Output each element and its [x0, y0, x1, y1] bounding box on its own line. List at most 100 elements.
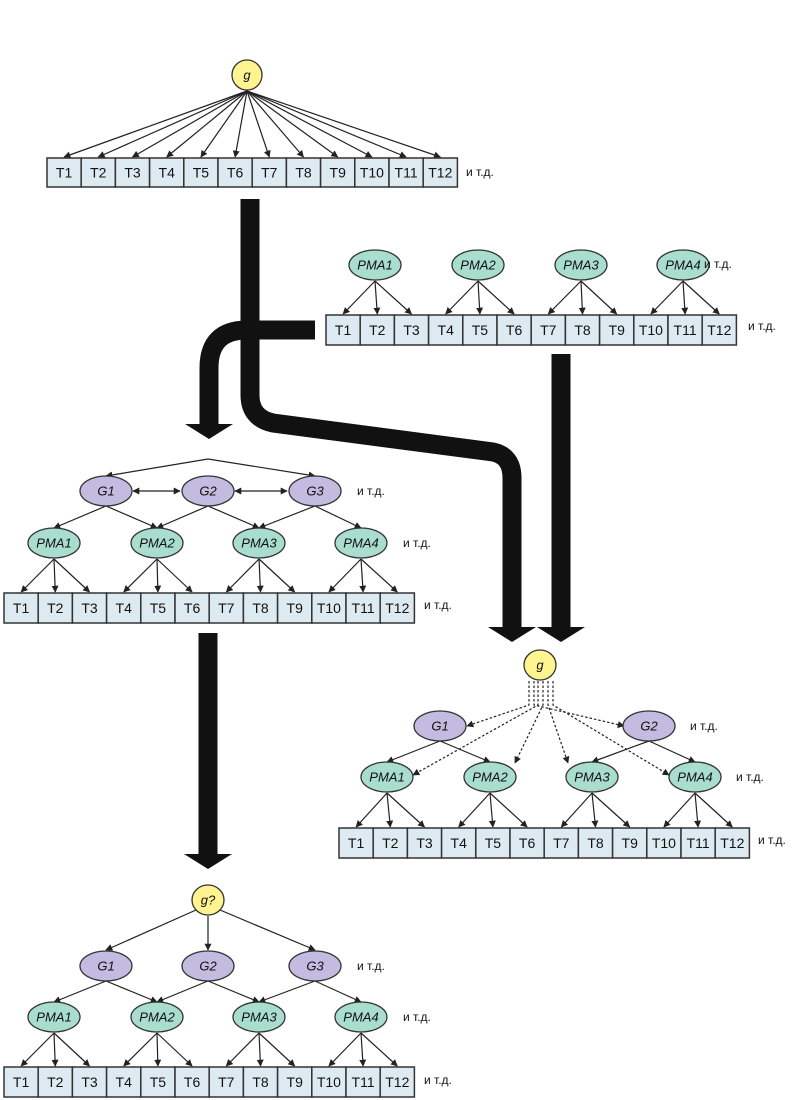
m2-edge-pma4-t11	[681, 280, 689, 315]
m5-g-node: g	[523, 649, 557, 681]
m1-edge-g-t9	[246, 90, 339, 158]
m5-edge-g1-pma1	[386, 740, 441, 763]
m5-pma4-node-shape	[668, 761, 722, 793]
m4-box-t11: T11	[345, 1066, 381, 1098]
m3-edge-g1-pma1	[53, 505, 107, 529]
m5-box-t6-label: T6	[519, 835, 536, 851]
m5-etc-g-label: и т.д.	[690, 719, 718, 733]
m5-g2-node: G2	[622, 710, 676, 742]
m4-g1-node-label: G1	[97, 959, 114, 974]
m4-pma2-node-shape	[130, 1001, 184, 1033]
m3-box-t5-label: T5	[150, 600, 167, 616]
m2-box-t3: T3	[393, 314, 430, 346]
m2-edge-pma3-t7	[547, 280, 582, 315]
m4-edge-g2-pma2	[156, 980, 209, 1003]
m5-edge-pma4-t11	[694, 792, 702, 828]
m4-pma1-node-shape	[27, 1001, 81, 1033]
m3-pma2-node-label: PMA2	[139, 536, 175, 551]
m4-g3-node: G3	[288, 950, 342, 982]
m3-pma2-node: PMA2	[130, 527, 184, 559]
m5-edge-pma3-t9	[591, 792, 631, 828]
m3-edge-g1-pma2	[105, 505, 158, 529]
m3-box-t9: T9	[276, 592, 313, 624]
m1-box-t12-label: T12	[428, 165, 452, 181]
m4-edge-pma1-t2	[51, 1032, 59, 1067]
m2-box-t1-shape	[325, 314, 361, 346]
m5-box-t4: T4	[440, 827, 477, 859]
m5-pma4-node-label: PMA4	[677, 770, 712, 785]
m3-edge-g3-pma3	[258, 505, 316, 529]
m5-pma2-node-shape	[463, 761, 517, 793]
m2-edge-pma1-t3	[374, 280, 413, 315]
m4-edge-g1-pma1	[53, 980, 107, 1003]
m1-box-t11-shape	[388, 157, 424, 188]
m2-box-t8-label: T8	[574, 322, 591, 338]
m1-edge-g-t12	[246, 90, 441, 159]
m2-box-t4-label: T4	[438, 322, 455, 338]
m4-box-t4: T4	[105, 1066, 142, 1098]
m3-box-t7: T7	[208, 592, 245, 624]
m4-gq-node-shape	[191, 884, 225, 916]
m1-box-t3: T3	[114, 157, 151, 188]
m4-edge-pma3-t7	[225, 1032, 260, 1067]
m2-box-t6: T6	[496, 314, 532, 346]
m4-pma4-node-shape	[334, 1001, 388, 1033]
m3-box-t5: T5	[140, 592, 176, 624]
m5-g-node-shape	[523, 649, 557, 681]
m3-box-t4-label: T4	[116, 600, 133, 616]
m5-etc-t-label: и т.д.	[758, 833, 786, 847]
m2-box-t9-label: T9	[609, 322, 626, 338]
m4-box-t12-shape	[379, 1066, 416, 1098]
m5-dotted-edge-g-pma4	[552, 681, 670, 776]
m4-box-t3-label: T3	[81, 1074, 98, 1090]
m4-box-t10: T10	[311, 1066, 347, 1098]
m3-g2-node-label: G2	[199, 484, 217, 499]
m4-box-t4-label: T4	[116, 1074, 133, 1090]
m1-edge-g-t6	[232, 90, 248, 158]
m1-box-t8-label: T8	[295, 165, 312, 181]
m1-etc-label: и т.д.	[466, 165, 494, 179]
m2-pma2-node-shape	[451, 249, 505, 281]
m3-edge-g2-pma2	[156, 505, 209, 529]
m2-box-t7: T7	[530, 314, 567, 346]
m4-box-t8-label: T8	[252, 1074, 269, 1090]
m3-box-t12-label: T12	[385, 600, 409, 616]
m4-etc-t-label: и т.д.	[424, 1073, 452, 1087]
m3-pma4-node-label: PMA4	[343, 536, 378, 551]
m4-box-t8: T8	[242, 1066, 279, 1098]
m3-box-t2: T2	[37, 592, 74, 624]
m1-edge-g-t11	[246, 90, 407, 158]
m2-edge-pma4-t12	[682, 280, 720, 315]
m1-box-t12-shape	[422, 157, 459, 188]
m3-box-t11: T11	[345, 592, 381, 624]
m1-box-t9: T9	[319, 157, 356, 188]
m5-dotted-edge-g-g2	[533, 681, 625, 728]
m2-pma3-node-label: PMA3	[563, 258, 599, 273]
m4-box-t6-shape	[174, 1066, 210, 1098]
m5-box-t6: T6	[509, 827, 545, 859]
flow-arrow-model2-to-model5-head	[537, 627, 585, 642]
m2-edge-pma2-t6	[477, 280, 515, 315]
m5-box-t3: T3	[406, 827, 443, 859]
m2-box-t12-label: T12	[707, 322, 731, 338]
m1-box-t4-shape	[148, 157, 185, 188]
m1-g-node: g	[231, 59, 263, 91]
m2-box-t10-shape	[633, 314, 669, 346]
m2-box-t5-label: T5	[472, 322, 489, 338]
m3-edge-pma3-t9	[258, 558, 296, 593]
m2-edge-pma3-t8	[578, 280, 586, 315]
m4-box-t11-shape	[345, 1066, 381, 1098]
m2-box-t6-label: T6	[506, 322, 523, 338]
m5-box-t5-shape	[475, 827, 511, 859]
m1-edge-g-t7	[246, 90, 271, 158]
m2-box-t1-label: T1	[335, 322, 352, 338]
m2-box-t2-shape	[359, 314, 396, 346]
m4-edge-pma2-t4	[123, 1032, 158, 1067]
m2-box-t5: T5	[462, 314, 498, 346]
m5-edge-pma1-t1	[355, 792, 388, 828]
m1-box-t11: T11	[388, 157, 424, 188]
m3-box-t9-shape	[276, 592, 313, 624]
m3-g1-node-label: G1	[97, 484, 114, 499]
m4-box-t6-label: T6	[184, 1074, 201, 1090]
m3-edge-pma3-t7	[225, 558, 260, 593]
